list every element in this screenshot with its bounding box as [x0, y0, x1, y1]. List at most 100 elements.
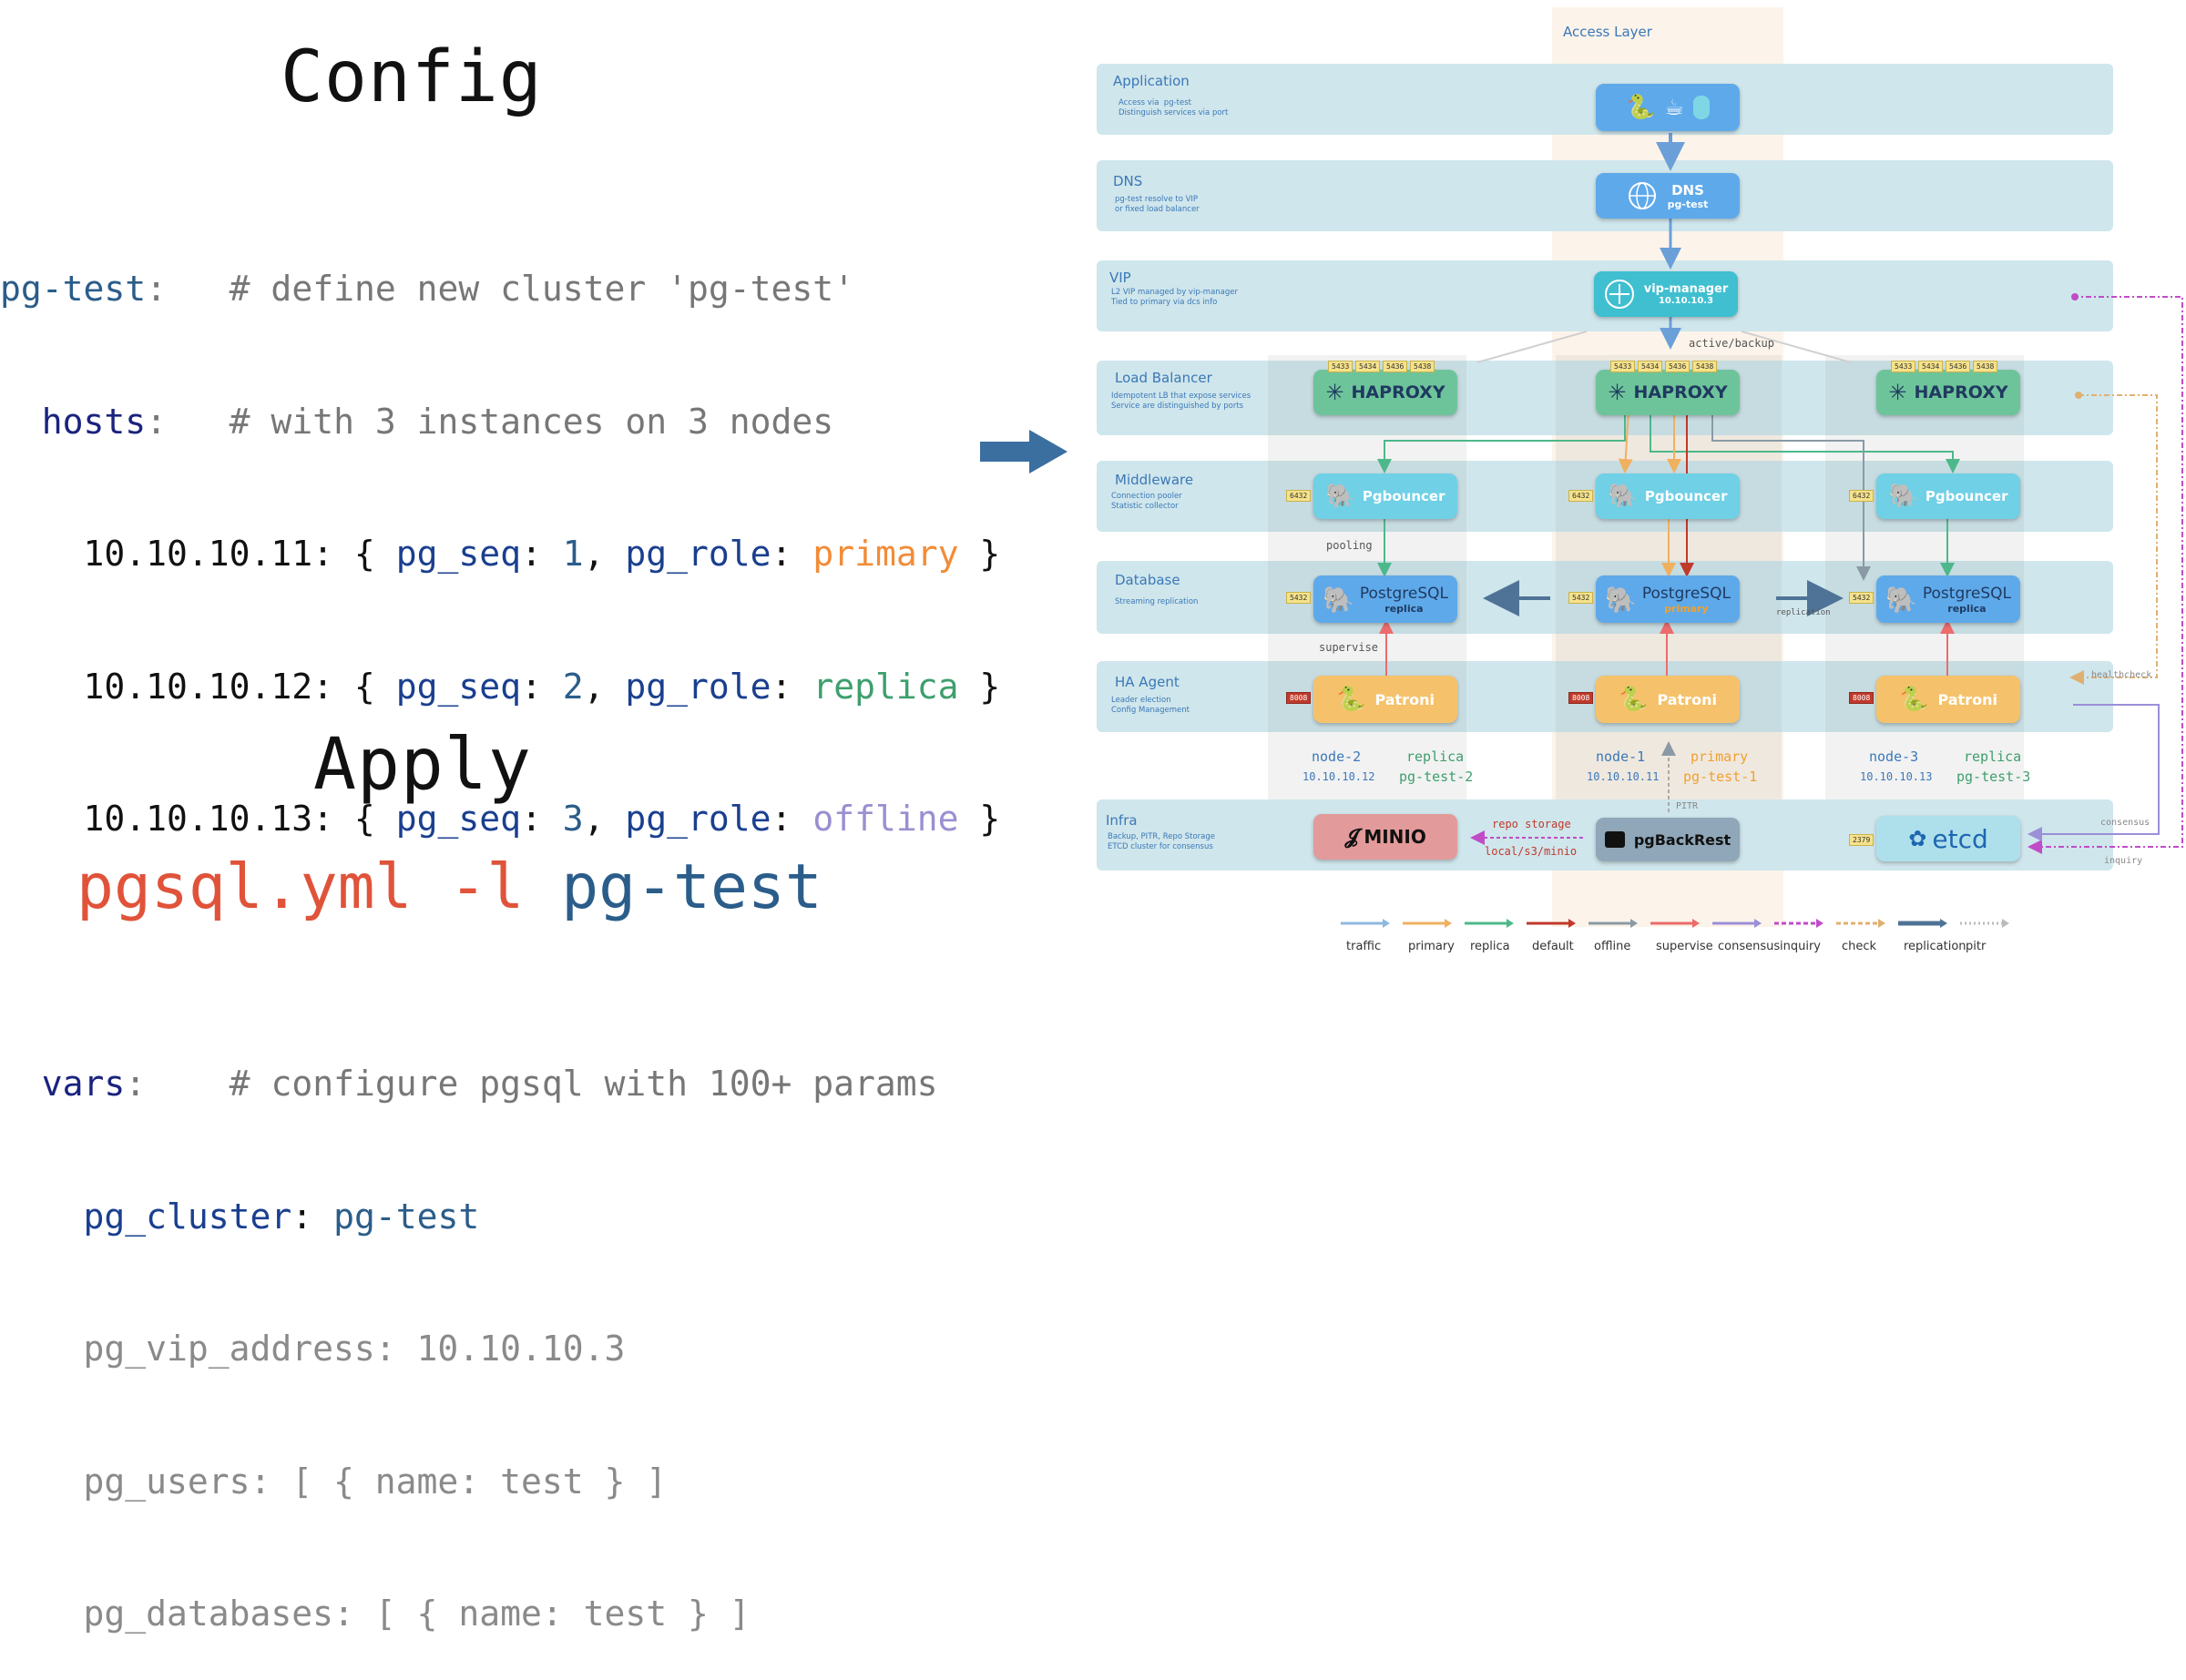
legend-label-offline: offline	[1594, 940, 1631, 953]
haproxy-port-tag: 5436	[1946, 361, 1971, 372]
go-icon	[1692, 96, 1710, 119]
legend-arrowhead-inquiry	[1816, 919, 1823, 928]
postgres-elephant-icon: 🐘	[1325, 483, 1355, 510]
dns-label: DNS	[1671, 181, 1704, 199]
band-title-infra: Infra	[1106, 812, 1138, 829]
band-title-ha-agent: HA Agent	[1115, 674, 1180, 690]
dns-node: DNS pg-test	[1596, 173, 1740, 219]
node-3-ip: 10.10.10.13	[1860, 770, 1933, 783]
node-1-role: primary	[1691, 748, 1749, 765]
vip-manager-node: vip-manager 10.10.10.3	[1594, 271, 1738, 317]
band-desc-ha-agent: Leader election Config Management	[1111, 696, 1190, 715]
legend-label-traffic: traffic	[1346, 940, 1382, 953]
legend-arrowhead-replica	[1507, 919, 1514, 928]
band-desc-application: Access via pg-test Distinguish services …	[1119, 98, 1229, 117]
legend-label-inquiry: inquiry	[1780, 940, 1821, 953]
legend-arrowhead-offline	[1630, 919, 1638, 928]
band-title-dns: DNS	[1113, 173, 1143, 189]
inquiry-label: inquiry	[2104, 856, 2143, 866]
haproxy-port-tag: 5433	[1610, 361, 1636, 372]
code-line-host-3: 10.10.10.13: { pg_seq: 3, pg_role: offli…	[0, 799, 1001, 839]
haproxy-port-tag: 5433	[1891, 361, 1916, 372]
band-desc-database: Streaming replication	[1115, 597, 1199, 606]
haproxy-port-tag: 5436	[1665, 361, 1691, 372]
code-line-cluster: pg-test: # define new cluster 'pg-test'	[0, 269, 855, 309]
haproxy-icon: ✳	[1888, 380, 1907, 405]
dns-globe-icon	[1628, 182, 1656, 209]
postgres-node-1: 🐘 PostgreSQL primary	[1596, 575, 1740, 623]
vip-ip-label: 10.10.10.3	[1658, 296, 1714, 306]
python-icon: 🐍	[1336, 686, 1366, 713]
band-title-load-balancer: Load Balancer	[1115, 370, 1212, 386]
connection-lines	[1377, 133, 2183, 854]
postgres-elephant-icon: 🐘	[1323, 584, 1354, 615]
patroni-port-tag: 8008	[1849, 692, 1874, 704]
legend-label-supervise: supervise	[1656, 940, 1713, 953]
legend-arrowhead-default	[1568, 919, 1576, 928]
application-node: 🐍 ☕	[1596, 84, 1740, 131]
pgbouncer-node-1: 🐘 Pgbouncer	[1596, 473, 1740, 519]
haproxy-node-2: ✳ HAPROXY	[1313, 370, 1457, 415]
postgres-port-tag: 5432	[1568, 592, 1594, 604]
band-title-middleware: Middleware	[1115, 472, 1194, 488]
band-desc-dns: pg-test resolve to VIP or fixed load bal…	[1115, 195, 1200, 214]
code-line-vip: pg_vip_address: 10.10.10.3	[0, 1329, 626, 1369]
active-backup-label: active/backup	[1689, 337, 1774, 350]
java-icon: ☕	[1664, 95, 1684, 120]
legend-arrowhead-traffic	[1383, 919, 1390, 928]
apply-title: Apply	[313, 724, 532, 806]
postgres-elephant-icon: 🐘	[1885, 584, 1917, 615]
haproxy-port-tag: 5434	[1638, 361, 1663, 372]
haproxy-port-tag: 5434	[1918, 361, 1944, 372]
patroni-node-2: 🐍 Patroni	[1313, 676, 1457, 723]
access-layer-label: Access Layer	[1563, 24, 1652, 40]
legend-arrowhead-primary	[1445, 919, 1452, 928]
haproxy-port-tag: 5438	[1692, 361, 1718, 372]
haproxy-icon: ✳	[1325, 380, 1344, 405]
node-3-role: replica	[1964, 748, 2022, 765]
router-icon	[1604, 280, 1634, 309]
haproxy-port-tag: 5433	[1328, 361, 1353, 372]
haproxy-node-1: ✳ HAPROXY	[1596, 370, 1740, 415]
legend-label-default: default	[1532, 940, 1574, 953]
postgres-node-3: 🐘 PostgreSQL replica	[1876, 575, 2020, 623]
postgres-port-tag: 5432	[1286, 592, 1312, 604]
band-desc-load-balancer: Idempotent LB that expose services Servi…	[1111, 392, 1251, 411]
code-line-vars: vars: # configure pgsql with 100+ params	[0, 1064, 938, 1104]
pgbouncer-node-3: 🐘 Pgbouncer	[1876, 473, 2020, 519]
node-1-instance: pg-test-1	[1683, 769, 1758, 785]
legend-arrowhead-consensus	[1754, 919, 1762, 928]
config-title: Config	[281, 36, 543, 118]
code-line-users: pg_users: [ { name: test } ]	[0, 1461, 668, 1502]
pgbouncer-port-tag: 6432	[1568, 490, 1594, 502]
haproxy-icon: ✳	[1608, 380, 1627, 405]
postgres-port-tag: 5432	[1849, 592, 1874, 604]
pooling-label: pooling	[1326, 539, 1373, 552]
python-icon: 🐍	[1899, 686, 1929, 713]
minio-node: 𝓙 MINIO	[1313, 814, 1457, 860]
legend-label-pitr: pitr	[1966, 940, 1987, 953]
pgbouncer-port-tag: 6432	[1849, 490, 1874, 502]
repo-storage-label: repo storage	[1492, 818, 1571, 830]
band-desc-vip: L2 VIP managed by vip-manager Tied to pr…	[1111, 288, 1238, 307]
node-2-role: replica	[1406, 748, 1465, 765]
legend-arrowhead-replication	[1940, 919, 1947, 928]
legend-label-replica: replica	[1470, 940, 1510, 953]
etcd-icon: ✿	[1908, 826, 1927, 851]
legend-arrowhead-check	[1878, 919, 1885, 928]
consensus-label: consensus	[2100, 818, 2150, 828]
patroni-port-tag: 8008	[1568, 692, 1594, 704]
band-title-vip: VIP	[1109, 270, 1131, 286]
haproxy-port-tag: 5438	[1410, 361, 1435, 372]
healthcheck-label: healthcheck	[2091, 670, 2152, 680]
postgres-node-2: 🐘 PostgreSQL replica	[1313, 575, 1457, 623]
band-title-database: Database	[1115, 572, 1180, 588]
postgres-elephant-icon: 🐘	[1608, 483, 1638, 510]
legend-label-replication: replication	[1904, 940, 1966, 953]
node-2-instance: pg-test-2	[1399, 769, 1474, 785]
band-title-application: Application	[1113, 73, 1190, 89]
python-icon: 🐍	[1626, 94, 1656, 121]
haproxy-port-tag: 5436	[1383, 361, 1408, 372]
pgbouncer-port-tag: 6432	[1286, 490, 1312, 502]
replication-label: replication	[1776, 608, 1831, 617]
